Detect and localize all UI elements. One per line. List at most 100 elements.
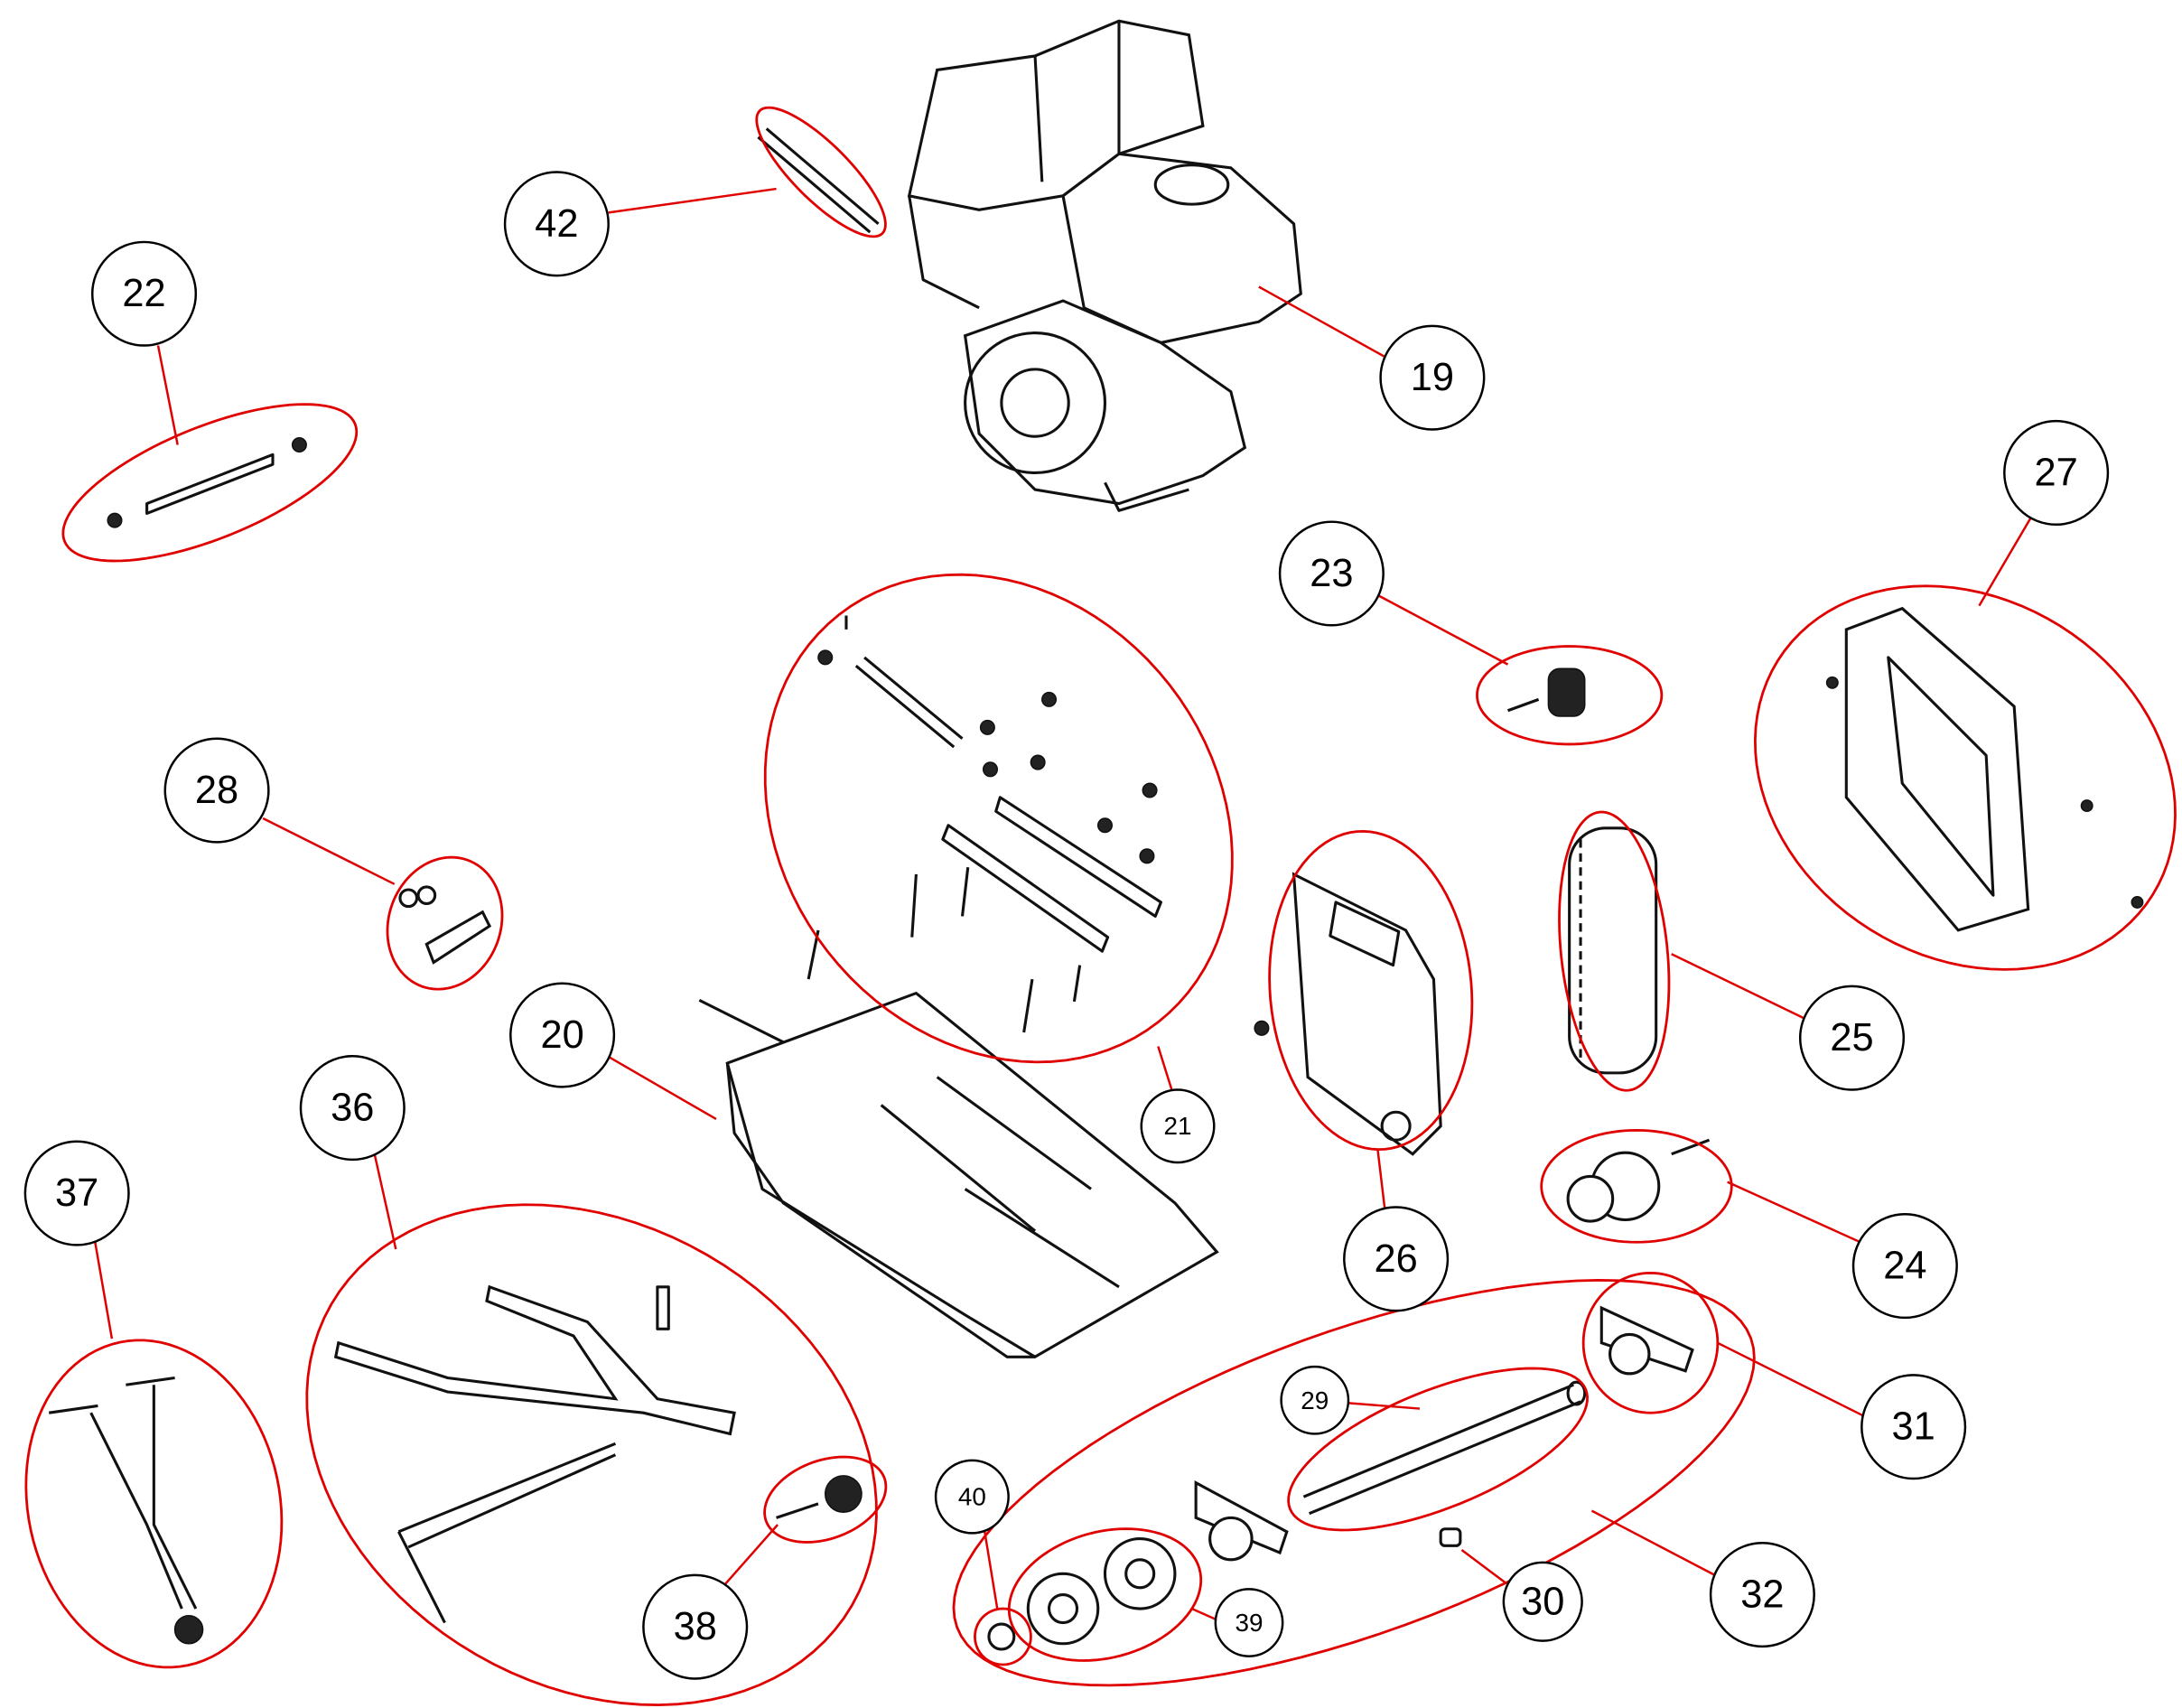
- callout-29: 29: [1280, 1365, 1350, 1435]
- chassis-20-part: [698, 991, 1219, 1359]
- callout-number: 30: [1521, 1580, 1564, 1623]
- callout-22: 22: [90, 240, 198, 347]
- callout-number: 23: [1310, 552, 1353, 595]
- leader-line-25: [1671, 953, 1805, 1020]
- leader-line-40: [984, 1531, 999, 1610]
- callout-circle: [1280, 1365, 1350, 1435]
- callout-37: 37: [23, 1140, 130, 1246]
- callout-circle: [1798, 985, 1906, 1091]
- callout-number: 39: [1236, 1609, 1264, 1637]
- leader-line-31: [1717, 1341, 1864, 1417]
- callout-27: 27: [2003, 419, 2110, 527]
- callout-number: 32: [1740, 1573, 1784, 1617]
- callout-number: 22: [122, 272, 165, 315]
- handle-36-part: [333, 1284, 736, 1624]
- leader-line-26: [1376, 1149, 1386, 1209]
- callout-circle: [1343, 1206, 1450, 1312]
- callout-number: 36: [331, 1087, 374, 1130]
- callout-number: 29: [1301, 1386, 1329, 1414]
- leader-line-38: [723, 1524, 779, 1586]
- leader-line-22: [156, 345, 179, 445]
- callout-circle: [1214, 1588, 1284, 1657]
- callout-20: 20: [509, 982, 616, 1088]
- callout-circle: [642, 1573, 749, 1680]
- callout-circle: [1140, 1088, 1216, 1164]
- highlight-ring-29: [1287, 1367, 1589, 1532]
- pulley-23-part: [1506, 667, 1586, 717]
- highlight-ring-28: [386, 855, 504, 991]
- highlight-ring-37: [24, 1339, 284, 1669]
- highlight-ring-25: [1558, 810, 1671, 1092]
- key-30-part: [1439, 1527, 1462, 1547]
- plate-28-part: [398, 885, 492, 965]
- pulley-38-part: [776, 1475, 863, 1519]
- callout-number: 20: [540, 1013, 583, 1057]
- highlight-ring-24: [1540, 1128, 1733, 1244]
- callout-21: 21: [1140, 1088, 1216, 1164]
- highlight-rings: [24, 106, 2177, 1706]
- highlight-ring-31: [1581, 1271, 1720, 1414]
- leader-line-30: [1460, 1548, 1507, 1585]
- leader-line-28: [262, 817, 396, 885]
- callout-number: 21: [1164, 1112, 1192, 1140]
- callout-circle: [23, 1140, 130, 1246]
- callout-31: 31: [1860, 1374, 1967, 1480]
- callout-circle: [509, 982, 616, 1088]
- pulley-24-part: [1566, 1138, 1711, 1223]
- callout-circle: [1278, 520, 1385, 627]
- callout-circle: [503, 171, 610, 277]
- leader-line-29: [1347, 1402, 1421, 1410]
- callout-38: 38: [642, 1573, 749, 1680]
- callout-number: 26: [1375, 1237, 1418, 1281]
- leader-line-36: [373, 1154, 397, 1250]
- highlight-ring-40: [974, 1607, 1032, 1666]
- callout-number: 25: [1830, 1016, 1873, 1059]
- callout-24: 24: [1851, 1213, 1958, 1320]
- callout-circle: [90, 240, 198, 347]
- callout-28: 28: [163, 737, 270, 844]
- leader-line-42: [608, 187, 777, 214]
- leader-line-27: [1978, 517, 2032, 607]
- callout-32: 32: [1709, 1542, 1815, 1648]
- highlight-ring-27: [1753, 584, 2177, 971]
- belt-25-part: [1568, 826, 1658, 1075]
- callout-circle: [299, 1055, 406, 1162]
- highlight-ring-21: [763, 573, 1234, 1064]
- shaft-29-part: [1302, 1380, 1587, 1516]
- callout-circle: [2003, 419, 2110, 527]
- bearing-31-part: [1599, 1305, 1694, 1376]
- callout-42: 42: [503, 171, 610, 277]
- highlight-ring-36: [305, 1203, 878, 1706]
- callout-23: 23: [1278, 520, 1385, 627]
- callout-circle: [1851, 1213, 1958, 1320]
- callout-25: 25: [1798, 985, 1906, 1091]
- callout-number: 27: [2034, 451, 2077, 494]
- callout-number: 38: [674, 1605, 717, 1648]
- callout-number: 28: [195, 769, 238, 812]
- leader-line-20: [609, 1056, 717, 1121]
- leader-line-39: [1191, 1607, 1217, 1621]
- highlight-ring-39: [1007, 1527, 1203, 1662]
- hardware-21-part: [807, 615, 1162, 1033]
- leader-lines: [94, 187, 2032, 1621]
- callout-circle: [1860, 1374, 1967, 1480]
- callout-number: 37: [55, 1171, 98, 1215]
- callout-19: 19: [1379, 324, 1486, 431]
- linkage-37-part: [48, 1376, 204, 1645]
- callout-number: 19: [1411, 356, 1454, 399]
- highlight-ring-32: [952, 1279, 1756, 1687]
- callout-39: 39: [1214, 1588, 1284, 1657]
- leader-line-21: [1157, 1046, 1174, 1092]
- bearing-part: [1194, 1480, 1289, 1562]
- leader-line-23: [1378, 594, 1509, 666]
- callout-circle: [1502, 1561, 1583, 1642]
- callout-26: 26: [1343, 1206, 1450, 1312]
- callout-circle: [163, 737, 270, 844]
- engine-part: [907, 19, 1302, 512]
- callout-circle: [1709, 1542, 1815, 1648]
- callout-number: 24: [1883, 1245, 1926, 1288]
- callout-36: 36: [299, 1055, 406, 1162]
- leader-line-32: [1590, 1509, 1716, 1576]
